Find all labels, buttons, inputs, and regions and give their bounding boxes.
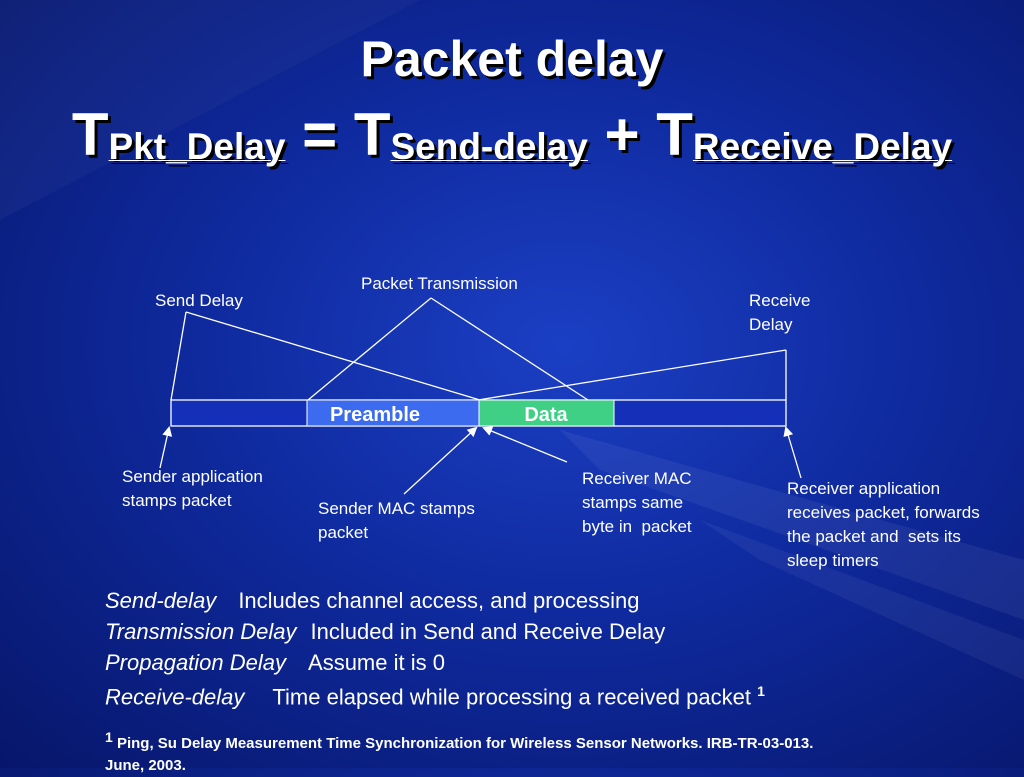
receive-delay-line-1: Receive <box>749 291 811 310</box>
definition-propagation-delay: Propagation Delay Assume it is 0 <box>105 650 445 676</box>
footnote: 1 Ping, Su Delay Measurement Time Synchr… <box>105 726 985 777</box>
sender-mac-line-1: Sender MAC stamps <box>318 499 475 518</box>
transmission-bracket-right <box>430 297 589 401</box>
receiver-mac-line-3: byte in packet <box>582 517 692 536</box>
eq-t3: T <box>656 101 693 168</box>
receiver-app-line-1: Receiver application <box>787 479 941 498</box>
footnote-reference: 1 <box>757 683 765 699</box>
eq-equals: = <box>285 101 354 168</box>
receiver-app-arrow <box>783 426 802 479</box>
sender-mac-line-2: packet <box>318 523 369 542</box>
sender-mac-label: Sender MAC stamps packet <box>318 497 475 545</box>
receive-delay-label: Receive Delay <box>749 289 810 337</box>
slide-title: Packet delay <box>360 31 664 87</box>
transmission-bracket-left <box>307 297 432 401</box>
packet-transmission-label: Packet Transmission <box>361 274 518 293</box>
sender-app-label: Sender application stamps packet <box>122 465 263 513</box>
footnote-marker: 1 <box>105 729 113 745</box>
definition-transmission-delay: Transmission Delay Included in Send and R… <box>105 619 665 645</box>
send-delay-label: Send Delay <box>155 291 243 310</box>
delay-equation: TPkt_Delay = TSend-delay + TReceive_Dela… <box>0 100 1024 169</box>
definition-term: Send-delay <box>105 588 217 613</box>
definition-desc: Assume it is 0 <box>308 650 445 675</box>
eq-sub-send-delay: Send-delay <box>390 126 588 167</box>
receiver-mac-arrow <box>482 426 568 463</box>
receive-delay-bracket-left <box>477 349 787 401</box>
receiver-app-label: Receiver application receives packet, fo… <box>787 477 980 573</box>
eq-sub-receive-delay: Receive_Delay <box>692 126 953 167</box>
sender-app-line-1: Sender application <box>122 467 263 486</box>
eq-plus: + <box>587 101 657 168</box>
definition-term: Propagation Delay <box>105 650 287 675</box>
definition-term: Transmission Delay <box>105 619 297 644</box>
definition-send-delay: Send-delay Includes channel access, and p… <box>105 588 639 614</box>
receiver-mac-line-1: Receiver MAC <box>582 469 692 488</box>
preamble-block <box>306 399 480 427</box>
preamble-label: Preamble <box>330 404 420 426</box>
definition-term: Receive-delay <box>105 684 245 710</box>
sender-app-arrow <box>159 426 173 469</box>
receiver-mac-label: Receiver MAC stamps same byte in packet <box>582 467 692 539</box>
data-label: Data <box>524 404 568 426</box>
receive-delay-line-2: Delay <box>749 315 793 334</box>
sender-mac-arrow <box>403 426 478 495</box>
footnote-text: Ping, Su Delay Measurement Time Synchron… <box>116 735 814 752</box>
sender-app-line-2: stamps packet <box>122 491 232 510</box>
definition-receive-delay: Receive-delay Time elapsed while processi… <box>105 683 765 710</box>
receiver-mac-line-2: stamps same <box>582 493 684 512</box>
receiver-app-line-3: the packet and sets its <box>787 527 961 546</box>
definition-desc: Included in Send and Receive Delay <box>310 619 666 644</box>
eq-sub-pkt-delay: Pkt_Delay <box>108 126 286 167</box>
definition-desc: Time elapsed while processing a received… <box>272 684 751 710</box>
eq-t1: T <box>71 101 109 168</box>
receiver-app-line-2: receives packet, forwards <box>787 503 980 522</box>
definition-desc: Includes channel access, and processing <box>238 588 640 613</box>
footnote-text-2: June, 2003. <box>105 757 186 774</box>
receiver-app-line-4: sleep timers <box>787 551 879 570</box>
eq-t2: T <box>353 101 391 168</box>
send-delay-bracket-left <box>170 311 187 401</box>
data-block <box>478 399 615 427</box>
send-delay-bracket-right <box>185 311 481 401</box>
